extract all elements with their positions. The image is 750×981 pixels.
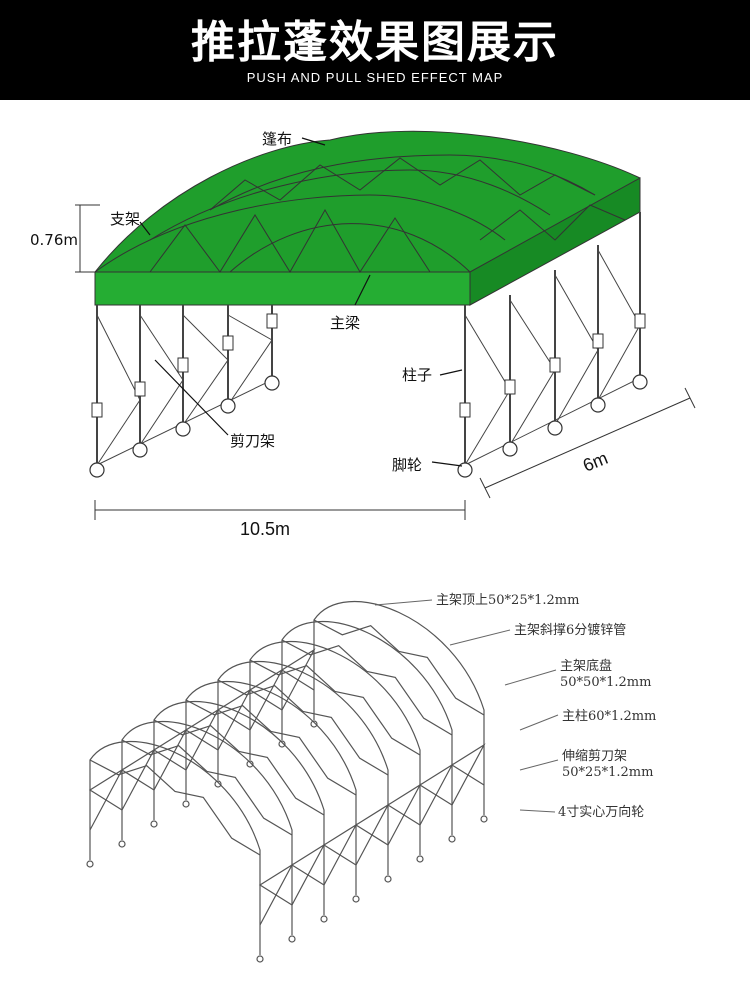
label-scissor-1: 伸缩剪刀架 [562, 748, 627, 764]
arch-frame [249, 640, 421, 855]
roof-truss [149, 208, 431, 273]
scissor-link [280, 648, 316, 711]
scissor-link [322, 823, 358, 886]
arch-frame [153, 700, 325, 915]
arch-frame [89, 740, 261, 955]
frame-leader-lines [374, 599, 559, 813]
caster-wheels [89, 374, 648, 478]
arch-frame [121, 720, 293, 935]
label-height-dim: 0.76m [30, 231, 78, 249]
arch-frame [185, 680, 357, 895]
roof-truss [209, 157, 596, 211]
wheel-node [182, 800, 190, 808]
label-top-frame: 主架顶上50*25*1.2mm [436, 593, 579, 608]
scissor-link [354, 803, 390, 866]
shed-illustration [75, 130, 696, 520]
scissor-link [418, 763, 454, 826]
canopy-front-skirt [94, 271, 491, 306]
wheel-node [310, 720, 318, 728]
scissor-link [258, 863, 294, 926]
label-canopy: 篷布 [262, 130, 292, 148]
wheel-node [150, 820, 158, 828]
arch-frame [313, 600, 485, 815]
front-columns [96, 212, 641, 465]
scissor-link [152, 728, 188, 791]
arch-truss [217, 679, 389, 776]
wheel-node [416, 855, 424, 863]
scissor-link [88, 768, 124, 831]
frame-skeleton [86, 600, 488, 963]
arch-frame [281, 620, 453, 835]
scissor-link [184, 708, 220, 771]
scissor-link [216, 688, 252, 751]
wheel-node [214, 780, 222, 788]
label-length-dim: 10.5m [240, 519, 290, 539]
frame-structure-diagram: 主架顶上50*25*1.2mm 主架斜撑6分镀锌管 主架底盘 50*50*1.2… [86, 593, 656, 963]
leader-lines [139, 137, 463, 467]
label-wheel: 4寸实心万向轮 [558, 804, 644, 820]
wheel-node [246, 760, 254, 768]
label-base-plate-2: 50*50*1.2mm [560, 675, 651, 690]
scissor-link [450, 743, 486, 806]
wheel-node [86, 860, 94, 868]
wheel-node [288, 935, 296, 943]
arch-truss [121, 739, 293, 836]
label-diagonal: 主架斜撑6分镀锌管 [514, 622, 626, 638]
wheel-node [256, 955, 264, 963]
page-title: 推拉蓬效果图展示 [191, 17, 559, 68]
wheel-node [278, 740, 286, 748]
label-scissor-2: 50*25*1.2mm [562, 765, 653, 780]
column-sleeves [91, 313, 646, 418]
label-base-plate-1: 主架底盘 [560, 658, 612, 674]
arch-truss [89, 759, 261, 856]
arch-truss [249, 659, 421, 756]
header-banner: 推拉蓬效果图展示 PUSH AND PULL SHED EFFECT MAP [0, 0, 750, 100]
wheel-node [352, 895, 360, 903]
scissor-link [290, 843, 326, 906]
shed-effect-diagram: 篷布 支架 0.76m 主梁 柱子 剪刀架 脚轮 10.5m 6m [30, 130, 696, 539]
label-caster: 脚轮 [392, 456, 422, 474]
wheel-node [384, 875, 392, 883]
label-width-dim: 6m [580, 448, 611, 476]
wheel-node [320, 915, 328, 923]
arch-truss [185, 699, 357, 796]
dimension-lines [75, 204, 696, 520]
scissor-link [120, 748, 156, 811]
wheel-node [448, 835, 456, 843]
roof-arch [94, 194, 506, 273]
roof-truss [479, 204, 626, 241]
label-scissor-frame: 剪刀架 [230, 432, 275, 450]
roof-arch [149, 169, 551, 241]
wheel-node [118, 840, 126, 848]
page-subtitle: PUSH AND PULL SHED EFFECT MAP [246, 70, 504, 85]
label-main-beam: 主梁 [330, 314, 360, 332]
scissor-link [248, 668, 284, 731]
arch-frame [217, 660, 389, 875]
label-bracket: 支架 [110, 210, 140, 228]
label-column: 柱子 [402, 366, 432, 384]
label-main-column: 主柱60*1.2mm [562, 709, 656, 724]
arch-truss [313, 619, 485, 716]
roof-arch [229, 223, 471, 273]
arch-truss [153, 719, 325, 816]
arch-truss [281, 639, 453, 736]
scissor-link [386, 783, 422, 846]
wheel-node [480, 815, 488, 823]
